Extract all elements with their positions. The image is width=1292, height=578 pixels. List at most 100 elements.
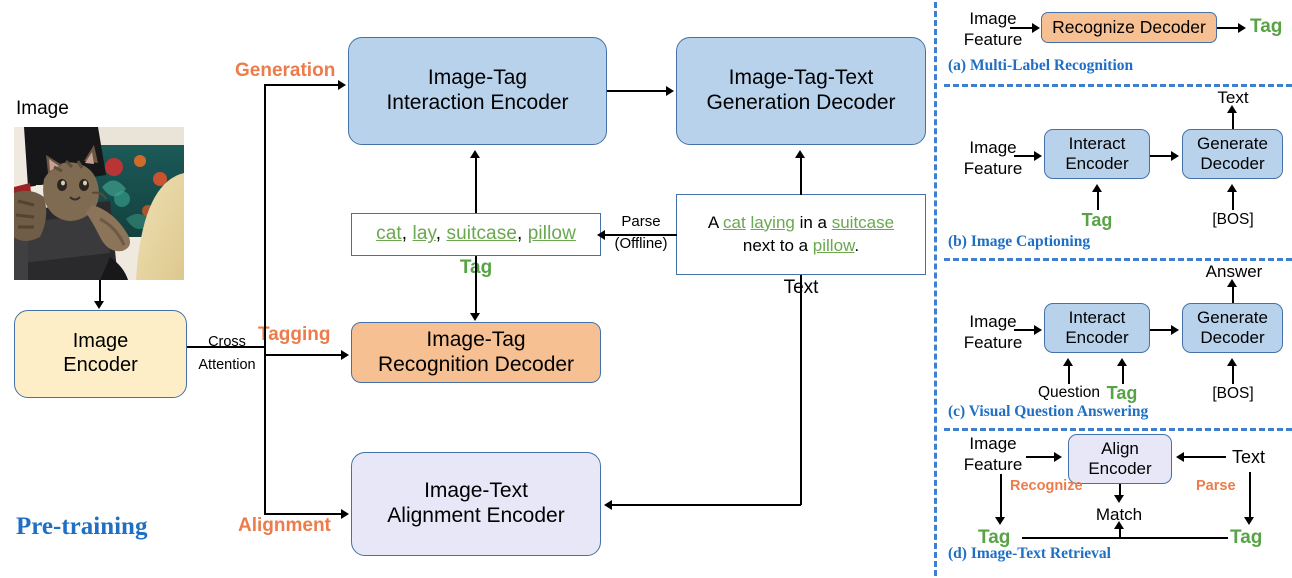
edge-text-to-generation <box>800 157 802 195</box>
edge-parse-offline <box>604 234 677 236</box>
sentence-text: next to a <box>742 235 813 255</box>
box-image-tag-text-generation-decoder[interactable]: Image-Tag-Text Generation Decoder <box>676 37 926 145</box>
b-box-interact-encoder[interactable]: Interact Encoder <box>1044 129 1150 179</box>
d-input-line1: Image <box>969 434 1017 453</box>
arrowhead-spine-to-recognition <box>341 350 349 360</box>
c-under-box1-question: Question <box>1037 384 1101 401</box>
d-box-line1: Align <box>1101 438 1139 458</box>
arrowhead-text-to-alignment <box>604 500 612 510</box>
a-edge-input-to-box <box>1010 27 1034 29</box>
caption-b: (b) Image Captioning <box>948 233 1091 250</box>
divider-after-a <box>944 84 1292 87</box>
c-edge-question-to-box1 <box>1068 364 1070 384</box>
edge-spine-to-interaction <box>264 84 340 86</box>
box-recognition-decoder-line1: Image-Tag <box>426 327 526 351</box>
c-box1-line2: Encoder <box>1065 328 1129 347</box>
sentence-tag-word: pillow <box>812 235 855 255</box>
c-edge-bos-to-box2 <box>1232 364 1234 384</box>
d-edge-baseline-to-match <box>1119 527 1121 538</box>
c-box-generate-decoder[interactable]: Generate Decoder <box>1182 303 1283 353</box>
arrowhead-tag-to-recognition <box>470 313 480 321</box>
edge-encoder-right <box>187 346 265 348</box>
edge-interaction-to-generation <box>607 90 667 92</box>
sentence-text: . <box>854 235 860 255</box>
text-box-line1: A cat laying in a suitcase <box>708 212 894 235</box>
c-input-line2: Feature <box>963 333 1023 352</box>
d-right-edge-parse: Parse <box>1196 478 1236 494</box>
sentence-tag-word: suitcase <box>831 212 895 232</box>
b-under-box2-bos: [BOS] <box>1212 211 1254 228</box>
edge-label-offline: (Offline) <box>614 235 668 252</box>
d-edge-box-to-match <box>1119 484 1121 497</box>
d-box-line2: Encoder <box>1088 459 1152 478</box>
arrowhead-interaction-to-generation <box>666 86 674 96</box>
arrowhead-tag-to-interaction <box>470 150 480 158</box>
text-box[interactable]: A cat laying in a suitcase next to a pil… <box>676 194 926 275</box>
b-box2-line2: Decoder <box>1200 154 1265 173</box>
box-generation-decoder-line2: Generation Decoder <box>706 91 896 114</box>
edge-tag-to-interaction <box>475 157 477 213</box>
c-edge-box1-to-box2 <box>1150 329 1173 331</box>
box-recognition-decoder-line2: Recognition Decoder <box>377 352 575 376</box>
b-arrowhead-input <box>1034 151 1042 161</box>
tag-box-content: cat, lay, suitcase, pillow <box>376 223 576 245</box>
d-edge-text-to-box <box>1184 456 1226 458</box>
edge-label-generation: Generation <box>235 60 336 81</box>
box-image-encoder[interactable]: Image Encoder <box>14 310 187 398</box>
box-image-tag-interaction-encoder[interactable]: Image-Tag Interaction Encoder <box>348 37 607 145</box>
a-arrowhead-output <box>1238 23 1246 33</box>
input-image-photo <box>14 127 184 280</box>
b-input-line2: Feature <box>963 159 1023 178</box>
arrowhead-parse-offline <box>597 230 605 240</box>
d-arrowhead-tag-left <box>995 517 1005 525</box>
tag-separator: , <box>517 223 528 245</box>
caption-a: (a) Multi-Label Recognition <box>948 57 1134 74</box>
caption-c: (c) Visual Question Answering <box>948 403 1149 420</box>
d-arrowhead-tag-right <box>1244 517 1254 525</box>
box-alignment-encoder-line2: Alignment Encoder <box>387 504 565 527</box>
c-arrowhead-tag <box>1117 358 1127 366</box>
b-edge-tag-to-box1 <box>1097 190 1099 210</box>
edge-text-to-alignment <box>612 504 801 506</box>
b-box-generate-decoder[interactable]: Generate Decoder <box>1182 129 1283 179</box>
d-box-align-encoder[interactable]: Align Encoder <box>1068 434 1172 484</box>
c-box1-line1: Interact <box>1068 307 1126 327</box>
box-image-text-alignment-encoder[interactable]: Image-Text Alignment Encoder <box>351 452 601 556</box>
tag-word: lay <box>412 223 436 245</box>
a-box-recognize-decoder[interactable]: Recognize Decoder <box>1041 12 1217 43</box>
arrowhead-spine-to-interaction <box>338 80 346 90</box>
d-edge-feature-to-tag-left <box>1000 474 1002 519</box>
d-left-edge-recognize: Recognize <box>1010 478 1083 494</box>
edge-label-alignment: Alignment <box>238 515 331 536</box>
tag-separator: , <box>435 223 447 245</box>
d-arrowhead-baseline-match <box>1114 521 1124 529</box>
tag-box[interactable]: cat, lay, suitcase, pillow <box>351 213 601 256</box>
b-box1-line2: Encoder <box>1065 154 1129 173</box>
b-output-text: Text <box>1217 88 1249 107</box>
c-box-interact-encoder[interactable]: Interact Encoder <box>1044 303 1150 353</box>
d-arrowhead-text <box>1176 452 1184 462</box>
d-edge-tags-baseline <box>1022 537 1228 539</box>
tag-word: suitcase <box>446 223 517 245</box>
c-edge-box2-to-output <box>1232 285 1234 304</box>
b-box1-line1: Interact <box>1068 133 1126 153</box>
box-image-encoder-line1: Image <box>72 330 129 353</box>
b-edge-input-to-box1 <box>1014 155 1036 157</box>
c-arrowhead-bos <box>1227 358 1237 366</box>
b-edge-box1-to-box2 <box>1150 155 1173 157</box>
b-arrowhead-bos <box>1227 184 1237 192</box>
arrowhead-spine-to-alignment <box>341 509 349 519</box>
edge-text-down <box>800 275 802 505</box>
c-edge-input-to-box1 <box>1014 329 1036 331</box>
d-input-line2: Feature <box>963 455 1023 474</box>
b-arrowhead-tag <box>1092 184 1102 192</box>
sentence-tag-word: laying <box>750 212 795 232</box>
box-alignment-encoder-line1: Image-Text <box>424 479 528 503</box>
box-image-tag-recognition-decoder[interactable]: Image-Tag Recognition Decoder <box>351 322 601 383</box>
edge-label-tagging: Tagging <box>258 324 331 345</box>
sentence-text: in a <box>794 212 832 232</box>
a-arrowhead-input <box>1032 23 1040 33</box>
a-input-line2: Feature <box>963 30 1023 49</box>
d-edge-text-to-tag-right <box>1249 472 1251 519</box>
